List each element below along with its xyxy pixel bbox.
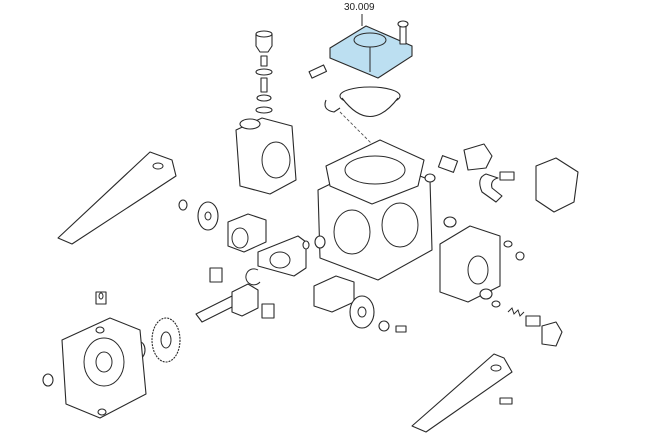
elbow-fitting-small[interactable] xyxy=(324,99,341,113)
washer[interactable] xyxy=(97,408,107,416)
valve-stack[interactable] xyxy=(255,30,273,114)
ring[interactable] xyxy=(302,240,310,250)
bushing[interactable] xyxy=(314,235,326,249)
key-plate xyxy=(209,267,223,283)
left-piston-disc[interactable] xyxy=(197,201,219,231)
o-ring[interactable] xyxy=(424,173,436,183)
spring-check-valve[interactable] xyxy=(491,300,563,347)
lifting-eye[interactable] xyxy=(95,291,107,305)
screw[interactable] xyxy=(395,325,407,333)
gear[interactable] xyxy=(151,317,181,363)
screw[interactable] xyxy=(397,20,409,45)
crankshaft[interactable] xyxy=(195,283,259,323)
left-mounting-bracket[interactable] xyxy=(57,151,177,245)
label-tag xyxy=(535,157,579,213)
right-valve-housing[interactable] xyxy=(439,225,501,303)
washer[interactable] xyxy=(95,326,105,334)
elbow-hose-fitting[interactable] xyxy=(479,171,515,203)
gearbox-housing[interactable] xyxy=(61,317,147,419)
right-piston-disc[interactable] xyxy=(349,295,375,329)
union-nut[interactable] xyxy=(463,143,493,171)
screw[interactable] xyxy=(499,397,513,405)
circlip[interactable] xyxy=(245,268,261,286)
part-number-label: 30.009 xyxy=(344,2,375,13)
washer[interactable] xyxy=(503,240,513,248)
bolt[interactable] xyxy=(308,64,328,79)
dashed-guide xyxy=(339,111,379,151)
left-valve-housing[interactable] xyxy=(235,117,297,195)
diaphragm[interactable] xyxy=(339,86,401,117)
nut[interactable] xyxy=(515,251,525,261)
right-cylinder-sleeve[interactable] xyxy=(313,275,355,313)
fitting-plug[interactable] xyxy=(437,155,459,173)
washer[interactable] xyxy=(178,199,188,211)
key-plate xyxy=(261,303,275,319)
pump-body[interactable] xyxy=(317,139,433,281)
washer[interactable] xyxy=(378,320,390,332)
right-mounting-bracket[interactable] xyxy=(411,353,513,433)
connecting-rod[interactable] xyxy=(257,235,307,277)
highlighted-cover-30-009[interactable] xyxy=(329,25,413,79)
o-ring[interactable] xyxy=(443,216,457,228)
washer[interactable] xyxy=(42,373,54,387)
left-cylinder-sleeve[interactable] xyxy=(227,213,267,253)
